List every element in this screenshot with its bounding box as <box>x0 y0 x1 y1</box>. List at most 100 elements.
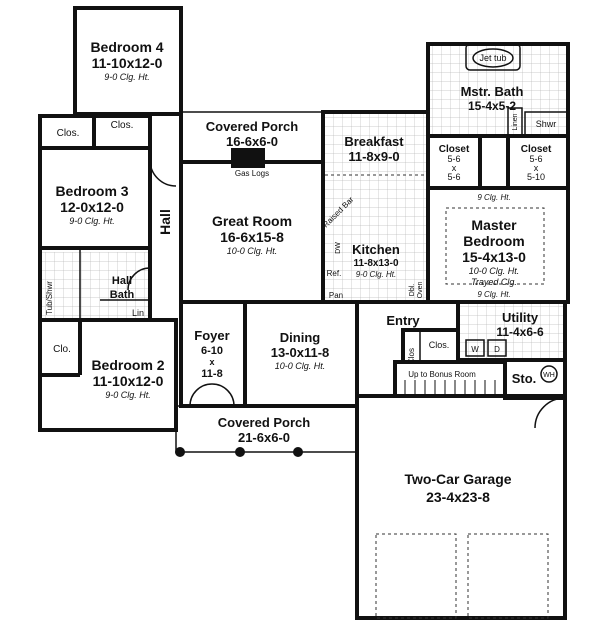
svg-text:10-0 Clg. Ht.: 10-0 Clg. Ht. <box>227 246 278 256</box>
svg-text:9-0 Clg. Ht.: 9-0 Clg. Ht. <box>104 72 150 82</box>
bedroom2-label: Bedroom 2 11-10x12-0 9-0 Clg. Ht. <box>91 357 164 400</box>
bedroom4-label: Bedroom 4 11-10x12-0 9-0 Clg. Ht. <box>90 39 163 82</box>
svg-text:15-4x5-2: 15-4x5-2 <box>468 99 516 113</box>
svg-text:23-4x23-8: 23-4x23-8 <box>426 489 490 505</box>
garage-door-left <box>375 533 457 619</box>
gas-logs-label: Gas Logs <box>235 169 269 178</box>
dryer <box>487 339 507 357</box>
svg-text:5-10: 5-10 <box>527 172 545 182</box>
svg-text:16-6x6-0: 16-6x6-0 <box>226 134 278 149</box>
svg-text:6-10: 6-10 <box>201 345 223 357</box>
svg-text:Mstr. Bath: Mstr. Bath <box>461 84 524 99</box>
closet-right-label: Closet 5-6 x 5-10 <box>521 144 552 182</box>
breakfast-label: Breakfast 11-8x9-0 <box>344 134 404 164</box>
garage-walls <box>355 394 567 620</box>
svg-text:Covered Porch: Covered Porch <box>206 119 299 134</box>
svg-text:Trayed Clg.: Trayed Clg. <box>471 277 517 287</box>
svg-text:11-8: 11-8 <box>201 368 222 380</box>
hall-bath-label: Hall Bath <box>110 275 135 301</box>
clos-entry-label: Clos. <box>429 340 450 350</box>
clos-entry-v-label: Clos <box>407 348 416 364</box>
pan-label: Pan <box>329 291 343 300</box>
stairs <box>393 360 507 398</box>
svg-text:x: x <box>452 163 457 173</box>
svg-text:21-6x6-0: 21-6x6-0 <box>238 430 290 445</box>
dining-label: Dining 13-0x11-8 10-0 Clg. Ht. <box>271 330 330 371</box>
master-label: Master Bedroom 15-4x13-0 10-0 Clg. Ht. T… <box>462 217 526 287</box>
svg-text:Utility: Utility <box>502 310 539 325</box>
svg-text:Great Room: Great Room <box>212 213 292 229</box>
rear-porch-label: Covered Porch 16-6x6-0 <box>206 119 299 149</box>
svg-text:x: x <box>534 163 539 173</box>
svg-text:12-0x12-0: 12-0x12-0 <box>60 199 124 215</box>
clos-b4-right-label: Clos. <box>111 120 134 131</box>
svg-text:Closet: Closet <box>521 144 552 155</box>
svg-text:Foyer: Foyer <box>194 328 229 343</box>
garage-door-right <box>467 533 549 619</box>
linen-label: Linen <box>512 113 519 130</box>
front-porch-label: Covered Porch 21-6x6-0 <box>218 415 311 445</box>
hall-label: Hall <box>157 209 173 235</box>
svg-text:Bedroom 2: Bedroom 2 <box>91 357 164 373</box>
svg-text:5-6: 5-6 <box>447 172 460 182</box>
closet-left-label: Closet 5-6 x 5-6 <box>439 144 470 182</box>
utility-tile <box>460 302 565 360</box>
svg-text:11-8x9-0: 11-8x9-0 <box>348 149 399 164</box>
shwr-label: Shwr <box>536 119 557 129</box>
dw-label: DW <box>335 242 342 254</box>
svg-text:9-0 Clg. Ht.: 9-0 Clg. Ht. <box>105 390 151 400</box>
clo-b2-label: Clo. <box>53 344 71 355</box>
garage-label: Two-Car Garage 23-4x23-8 <box>404 471 511 505</box>
svg-text:Bedroom: Bedroom <box>463 233 524 249</box>
lin-label: Lin <box>132 308 144 318</box>
dryer-label: D <box>494 345 500 354</box>
svg-text:Master: Master <box>471 217 517 233</box>
mstr-bath-label: Mstr. Bath 15-4x5-2 <box>461 84 524 113</box>
svg-text:Closet: Closet <box>439 144 470 155</box>
entry-label: Entry <box>386 313 420 328</box>
clos-b4-left-label: Clos. <box>57 128 80 139</box>
svg-text:Bath: Bath <box>110 289 135 301</box>
svg-text:10-0 Clg. Ht.: 10-0 Clg. Ht. <box>275 361 326 371</box>
jet-tub-label: Jet tub <box>479 53 506 63</box>
svg-text:11-4x6-6: 11-4x6-6 <box>496 325 544 339</box>
svg-text:Breakfast: Breakfast <box>344 134 404 149</box>
up-bonus-label: Up to Bonus Room <box>408 370 476 379</box>
svg-text:Bedroom 4: Bedroom 4 <box>90 39 163 55</box>
sto-label: Sto. <box>512 371 537 386</box>
svg-text:10-0 Clg. Ht.: 10-0 Clg. Ht. <box>469 266 520 276</box>
foyer-label: Foyer 6-10 x 11-8 <box>194 328 229 380</box>
svg-text:Dining: Dining <box>280 330 320 345</box>
svg-text:9-0 Clg. Ht.: 9-0 Clg. Ht. <box>356 270 396 279</box>
svg-text:x: x <box>209 357 214 367</box>
great-room-label: Great Room 16-6x15-8 10-0 Clg. Ht. <box>212 213 292 256</box>
master-bottom-clg-label: 9 Clg. Ht. <box>477 290 510 299</box>
svg-text:11-10x12-0: 11-10x12-0 <box>92 55 163 71</box>
water-heater <box>540 365 558 383</box>
utility-label: Utility 11-4x6-6 <box>496 310 544 339</box>
svg-text:13-0x11-8: 13-0x11-8 <box>271 345 330 360</box>
kitchen-tile <box>325 112 427 302</box>
svg-text:Dbl.: Dbl. <box>409 284 416 297</box>
ref-label: Ref. <box>327 269 342 278</box>
svg-text:11-10x12-0: 11-10x12-0 <box>93 373 164 389</box>
fireplace <box>236 156 260 168</box>
svg-text:15-4x13-0: 15-4x13-0 <box>462 249 526 265</box>
svg-text:Hall: Hall <box>112 275 132 287</box>
svg-text:Covered Porch: Covered Porch <box>218 415 311 430</box>
washer-label: W <box>471 345 479 354</box>
kitchen-label: Kitchen 11-8x13-0 9-0 Clg. Ht. <box>352 242 400 279</box>
shower <box>524 111 569 137</box>
svg-text:5-6: 5-6 <box>529 154 542 164</box>
svg-text:16-6x15-8: 16-6x15-8 <box>220 229 284 245</box>
svg-text:11-8x13-0: 11-8x13-0 <box>353 258 398 269</box>
wh-label: WH <box>543 372 555 379</box>
hall-bath-tile <box>42 252 150 320</box>
bedroom3-label: Bedroom 3 12-0x12-0 9-0 Clg. Ht. <box>55 183 128 226</box>
trayed-ceiling <box>445 207 545 285</box>
svg-text:Bedroom 3: Bedroom 3 <box>55 183 128 199</box>
washer <box>465 339 485 357</box>
mstr-bath-tile <box>428 44 568 136</box>
master-top-clg-label: 9 Clg. Ht. <box>477 193 510 202</box>
